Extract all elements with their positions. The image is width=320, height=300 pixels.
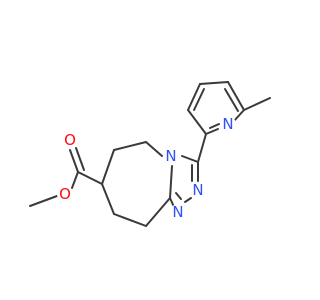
bond-carbonyl-double-b: [75, 147, 85, 171]
bond-triazole-n1-c8a: [169, 197, 175, 208]
bond-pyridine-n1-c2: [205, 128, 219, 135]
bond-triazole-c3-n4: [181, 155, 199, 163]
bond-triazole-c8a-n4: [169, 165, 173, 199]
atom-labels: O O N N N N: [57, 115, 236, 221]
bond-carbonyl-double-a: [69, 149, 79, 173]
bond-pyridine-c3-c4: [187, 83, 201, 111]
nitrogen-label-bridgehead: N: [165, 147, 176, 165]
chemical-structure-diagram: O O N N N N: [29, 81, 271, 227]
bond-azepine-c8-c9: [113, 213, 147, 227]
bond-triazole-n1-c8a-double: [175, 192, 182, 200]
atom-triazole-nitrogen-5: N: [170, 203, 186, 221]
nitrogen-label-triazole-5: N: [172, 203, 183, 221]
bond-pyridine-c2-c3: [187, 109, 207, 135]
bond-carbonyl-to-ester-o: [71, 171, 79, 189]
bond-pyridine-c5-c6-double: [224, 88, 239, 112]
bond-pyridine-n1-c2-double: [209, 123, 220, 129]
bond-pyridine-triazole-link: [197, 133, 207, 163]
atom-triazole-bridgehead-nitrogen: N: [163, 147, 179, 165]
oxygen-label-carbonyl: O: [64, 131, 76, 149]
bond-azepine-c7-c8: [101, 183, 115, 215]
bond-azepine-n4-c5: [145, 141, 163, 157]
bond-pyridine-c5-c6: [227, 81, 245, 111]
bond-pyridine-c6-n1: [233, 109, 245, 122]
bond-ester-o-to-methyl: [29, 195, 58, 207]
atom-pyridine-nitrogen: N: [220, 115, 236, 133]
bond-lines: [29, 81, 271, 227]
bond-azepine-c6-c7: [101, 149, 115, 185]
bond-triazole-n2-n1: [184, 197, 192, 203]
atom-ester-carbonyl-oxygen: O: [62, 131, 78, 149]
nitrogen-label-pyridine: N: [222, 115, 233, 133]
bond-ring-to-carbonyl: [77, 171, 103, 185]
bond-pyridine-c3-c4-double: [193, 88, 205, 111]
bond-azepine-c5-c6: [113, 141, 147, 151]
atom-triazole-nitrogen-4: N: [190, 181, 206, 199]
bond-pyridine-c4-c5: [199, 81, 229, 85]
bond-methyl: [243, 97, 271, 111]
atom-ester-ether-oxygen: O: [57, 185, 73, 203]
bond-azepine-c9-c8a: [145, 197, 171, 227]
oxygen-label-ester: O: [59, 185, 71, 203]
nitrogen-label-triazole-4: N: [192, 181, 203, 199]
